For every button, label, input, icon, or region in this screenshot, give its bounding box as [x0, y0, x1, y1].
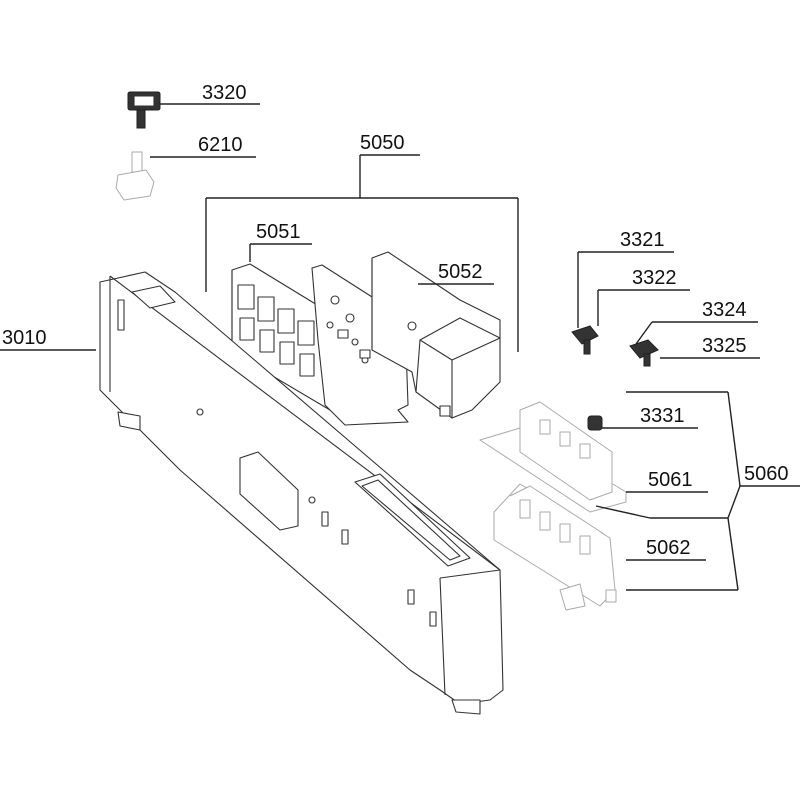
label-3325: 3325: [702, 335, 747, 357]
label-5052: 5052: [438, 261, 483, 283]
label-5060: 5060: [744, 463, 789, 485]
label-5062: 5062: [646, 537, 691, 559]
label-3324: 3324: [702, 299, 747, 321]
label-3321: 3321: [620, 229, 665, 251]
part-6210-switch: 6210: [115, 134, 256, 201]
part-3321-3322-clip: 3321 3322: [571, 229, 690, 355]
label-3320: 3320: [202, 82, 247, 104]
part-3331-spring: 3331: [587, 405, 698, 431]
part-5061-key-carrier: 5061: [479, 401, 708, 513]
part-3324-3325-clip: 3324 3325: [629, 299, 760, 367]
bracket-5050: 5050: [205, 132, 519, 352]
label-5050: 5050: [360, 132, 405, 154]
label-5051: 5051: [256, 221, 301, 243]
part-3320-knob: 3320: [127, 82, 260, 129]
bracket-5060: 5060: [595, 391, 800, 591]
label-3010: 3010: [2, 327, 47, 349]
label-6210: 6210: [198, 134, 243, 156]
label-5061: 5061: [648, 469, 693, 491]
part-3010-control-panel: 3010: [0, 271, 504, 715]
label-3331: 3331: [640, 405, 685, 427]
part-5052-housing: 5052: [371, 251, 501, 419]
label-3322: 3322: [632, 267, 677, 289]
part-5062-key-block: 5062: [493, 483, 706, 611]
